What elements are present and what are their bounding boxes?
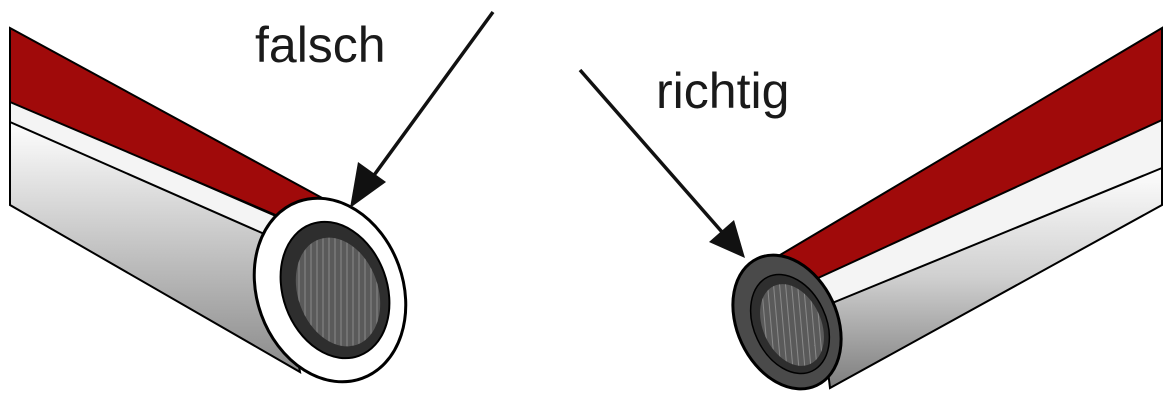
label-right: richtig — [656, 63, 789, 119]
pipe-wrong — [9, 26, 408, 384]
arrow-wrong-shaft — [370, 10, 495, 180]
arrow-right-shaft — [578, 68, 724, 234]
pipe-right — [731, 26, 1163, 391]
pipe-wrong-inner-hatch — [295, 237, 381, 347]
arrow-wrong — [350, 10, 495, 208]
arrow-right-head — [709, 220, 745, 258]
label-wrong: falsch — [255, 17, 386, 73]
pipe-right-inner-hatch — [760, 284, 824, 366]
arrow-wrong-head — [350, 162, 386, 208]
arrow-right — [578, 68, 745, 258]
